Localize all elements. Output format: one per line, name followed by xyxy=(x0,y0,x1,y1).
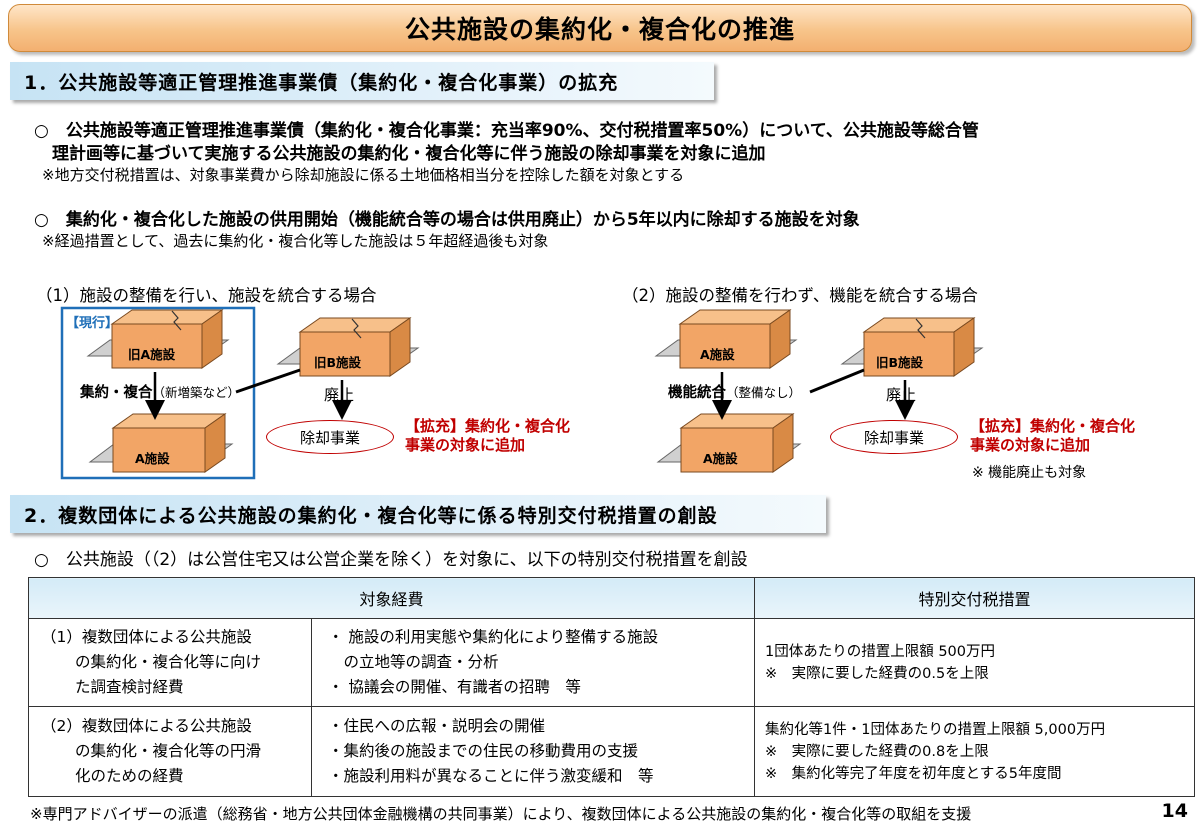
case2-a-top-box xyxy=(654,309,798,369)
row1-items: ・ 施設の利用実態や集約化により整備する施設 の立地等の調査・分析 ・ 協議会の… xyxy=(311,618,755,707)
table-header-left: 対象経費 xyxy=(28,577,755,619)
case1-abolish: 廃止 xyxy=(324,386,355,404)
current-label: 【現行】 xyxy=(66,316,119,331)
row2-name: （2）複数団体による公共施設 の集約化・複合化等の円滑 化のための経費 xyxy=(28,706,312,797)
table-row: （1）複数団体による公共施設 の集約化・複合化等に向け た調査検討経費 ・ 施設… xyxy=(28,618,1195,707)
section1-note2: ※経過措置として、過去に集約化・複合化等した施設は５年超経過後も対象 xyxy=(42,232,549,250)
row1-name: （1）複数団体による公共施設 の集約化・複合化等に向け た調査検討経費 xyxy=(28,618,312,707)
case2-new-a-box xyxy=(656,413,802,473)
case2-note: ※ 機能廃止も対象 xyxy=(972,465,1087,481)
case2-abolish: 廃止 xyxy=(886,386,917,404)
case1-old-b-label: 旧B施設 xyxy=(314,355,362,370)
case1-new-a-box xyxy=(88,413,234,473)
current-frame xyxy=(60,306,256,480)
row1-measure: 1団体あたりの措置上限額 500万円 ※ 実際に要した経費の0.5を上限 xyxy=(754,618,1195,707)
case2-new-a-label: A施設 xyxy=(703,451,738,466)
footer-note: ※専門アドバイザーの派遣（総務省・地方公共団体金融機構の共同事業）により、複数団… xyxy=(30,805,972,823)
case1-removal-ellipse: 除却事業 xyxy=(266,420,394,454)
case2-title: （2）施設の整備を行わず、機能を統合する場合 xyxy=(622,286,978,305)
page-title: 公共施設の集約化・複合化の推進 xyxy=(404,15,795,44)
section2-heading-bar: 2．複数団体による公共施設の集約化・複合化等に係る特別交付税措置の創設 xyxy=(10,495,826,533)
section1-heading: 1．公共施設等適正管理推進事業債（集約化・複合化事業）の拡充 xyxy=(24,71,619,94)
case1-new-a-label: A施設 xyxy=(135,451,170,466)
case1-old-a-box xyxy=(86,309,230,369)
page-number: 14 xyxy=(1161,800,1188,822)
row2-measure: 集約化等1件・1団体あたりの措置上限額 5,000万円 ※ 実際に要した経費の0… xyxy=(754,706,1195,797)
case1-title: （1）施設の整備を行い、施設を統合する場合 xyxy=(36,286,377,305)
table-header-row: 対象経費 特別交付税措置 xyxy=(28,577,1195,619)
case2-action: 機能統合（整備なし） xyxy=(668,385,802,401)
section1-bullet1-line1: ○ 公共施設等適正管理推進事業債（集約化・複合化事業：充当率90%、交付税措置率… xyxy=(34,121,979,141)
case1-expansion: 【拡充】集約化・複合化事業の対象に追加 xyxy=(405,417,571,454)
table-header-right: 特別交付税措置 xyxy=(754,577,1195,619)
case1-old-b-box xyxy=(276,317,420,377)
row2-items: ・住民への広報・説明会の開催 ・集約後の施設までの住民の移動費用の支援 ・施設利… xyxy=(311,706,755,797)
table-row: （2）複数団体による公共施設 の集約化・複合化等の円滑 化のための経費 ・住民へ… xyxy=(28,706,1195,797)
case1-action: 集約・複合（新増築など） xyxy=(80,385,241,401)
section2-bullet: ○ 公共施設（（2）は公営住宅又は公営企業を除く）を対象に、以下の特別交付税措置… xyxy=(34,550,748,570)
section2-heading: 2．複数団体による公共施設の集約化・複合化等に係る特別交付税措置の創設 xyxy=(24,504,718,527)
section1-heading-bar: 1．公共施設等適正管理推進事業債（集約化・複合化事業）の拡充 xyxy=(10,62,714,100)
case2-old-b-box xyxy=(840,317,984,377)
section1-bullet1-line2: 理計画等に基づいて実施する公共施設の集約化・複合化等に伴う施設の除却事業を対象に… xyxy=(52,144,766,164)
case1-old-a-label: 旧A施設 xyxy=(128,347,176,362)
page-title-bar: 公共施設の集約化・複合化の推進 xyxy=(8,4,1192,52)
case2-expansion: 【拡充】集約化・複合化事業の対象に追加 xyxy=(970,417,1136,454)
section1-bullet2: ○ 集約化・複合化した施設の供用開始（機能統合等の場合は供用廃止）から5年以内に… xyxy=(34,210,860,230)
case2-removal-ellipse: 除却事業 xyxy=(830,420,958,454)
section1-note1: ※地方交付税措置は、対象事業費から除却施設に係る土地価格相当分を控除した額を対象… xyxy=(42,166,685,184)
case2-old-b-label: 旧B施設 xyxy=(876,355,924,370)
case2-a-top-label: A施設 xyxy=(700,347,735,362)
measures-table: 対象経費 特別交付税措置 （1）複数団体による公共施設 の集約化・複合化等に向け… xyxy=(28,577,1195,797)
